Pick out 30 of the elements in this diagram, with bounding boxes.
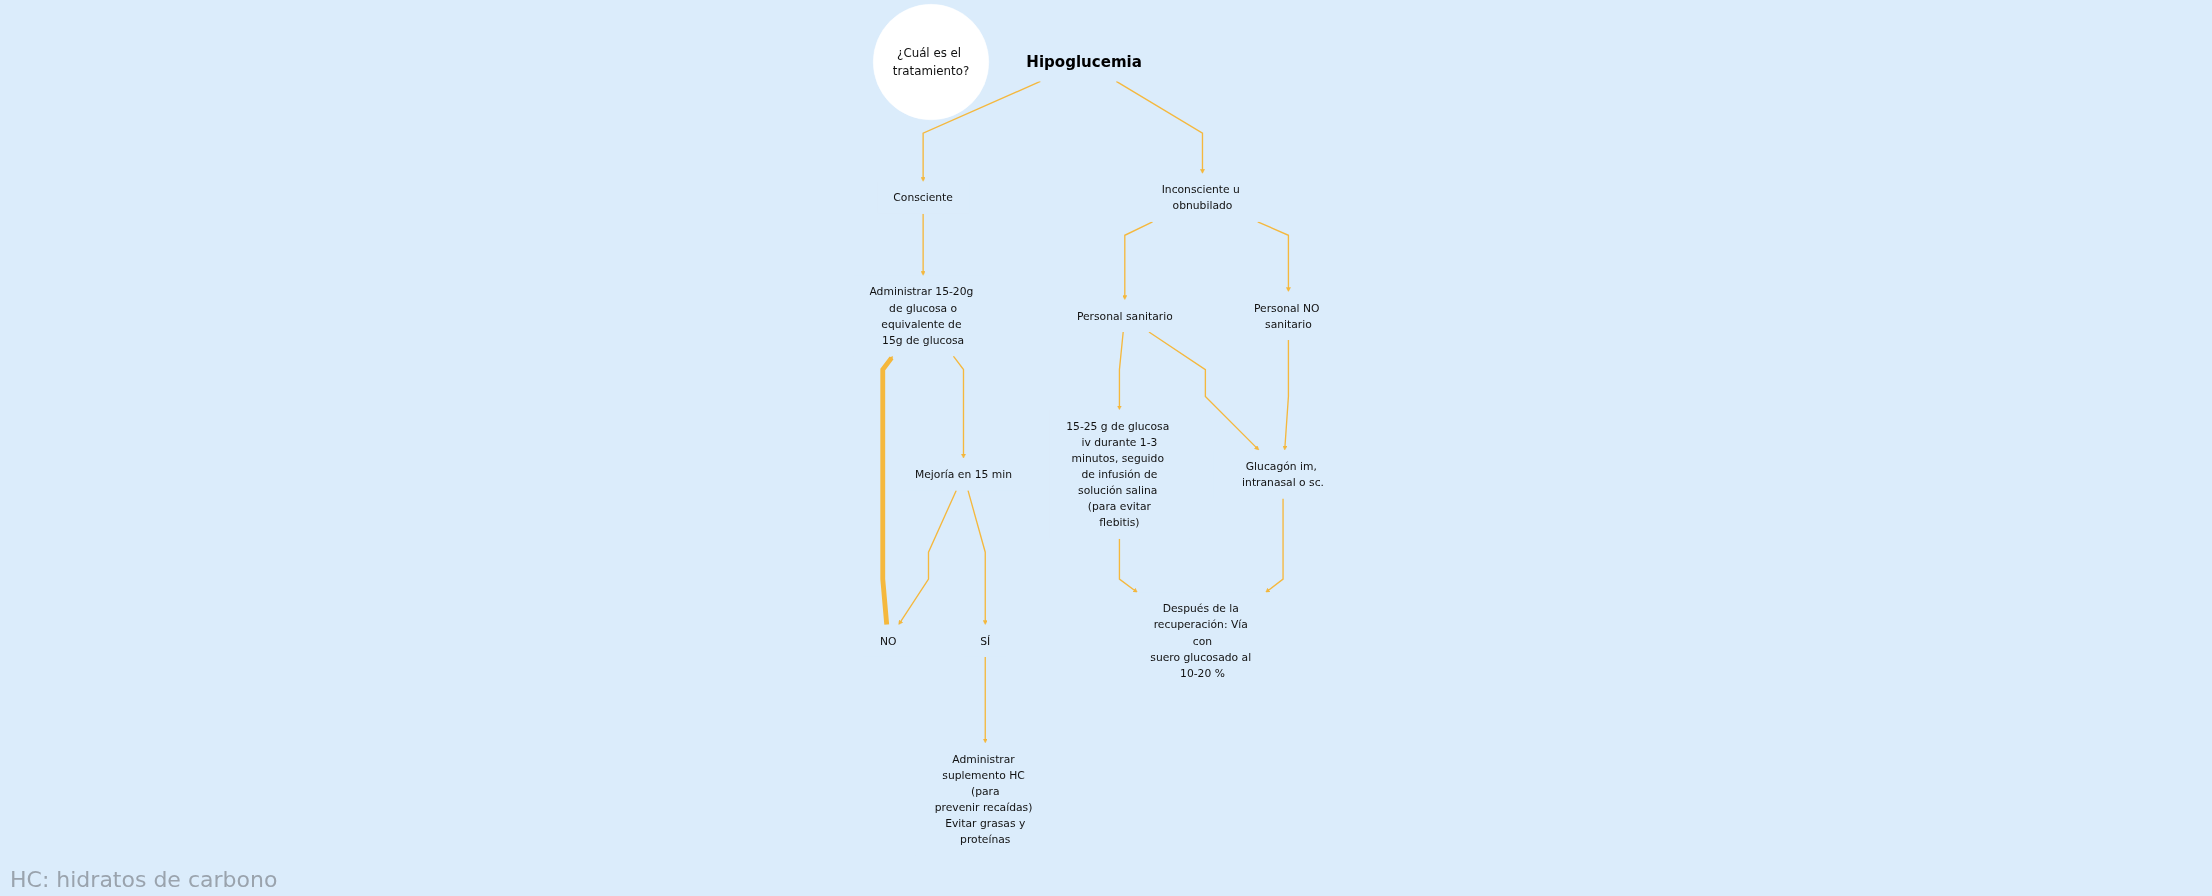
arrow xyxy=(921,213,926,276)
node-text: Glucagón im, intranasal o sc. xyxy=(1242,459,1325,489)
node-circle: ¿Cuál es el tratamiento? xyxy=(873,4,990,121)
arrow xyxy=(1117,331,1125,411)
arrow xyxy=(1148,331,1260,451)
arrow xyxy=(1115,80,1206,174)
node-text: SÍ xyxy=(980,634,991,648)
arrow xyxy=(1122,221,1154,300)
node-text: Administrar suplemento HC (para prevenir recaídas) Evitar grasas y proteínas xyxy=(934,752,1033,847)
node-text: Inconsciente u obnubilado xyxy=(1161,183,1241,213)
node-text: Consciente xyxy=(893,191,954,205)
arrow xyxy=(1119,538,1138,593)
node-text: Personal sanitario xyxy=(1077,309,1173,323)
arrow xyxy=(1282,339,1290,451)
arrow xyxy=(1257,221,1291,292)
node-text: Administrar 15-20g de glucosa o equivalente de 15g de glucosa xyxy=(869,285,974,347)
node-text: Después de la recuperación: Vía con suero glucosado al 10-20 % xyxy=(1150,602,1252,680)
arrow xyxy=(952,355,967,459)
arrow xyxy=(898,489,958,625)
arrow xyxy=(983,656,988,744)
node-text: Personal NO sanitario xyxy=(1254,301,1320,331)
node-text: Mejoría en 15 min xyxy=(915,467,1013,481)
node-text: 15-25 g de glucosa iv durante 1-3 minutos, seguido de infusión de solución salina (para evitar flebitis) xyxy=(1066,419,1170,530)
arrow xyxy=(921,80,1042,182)
node-text: NO xyxy=(880,634,897,648)
arrow xyxy=(1265,497,1284,593)
node-text: Hipoglucemia xyxy=(1026,52,1143,71)
footnote: HC: hidratos de carbono xyxy=(10,867,278,892)
arrow xyxy=(967,489,988,625)
arrow xyxy=(880,355,894,625)
